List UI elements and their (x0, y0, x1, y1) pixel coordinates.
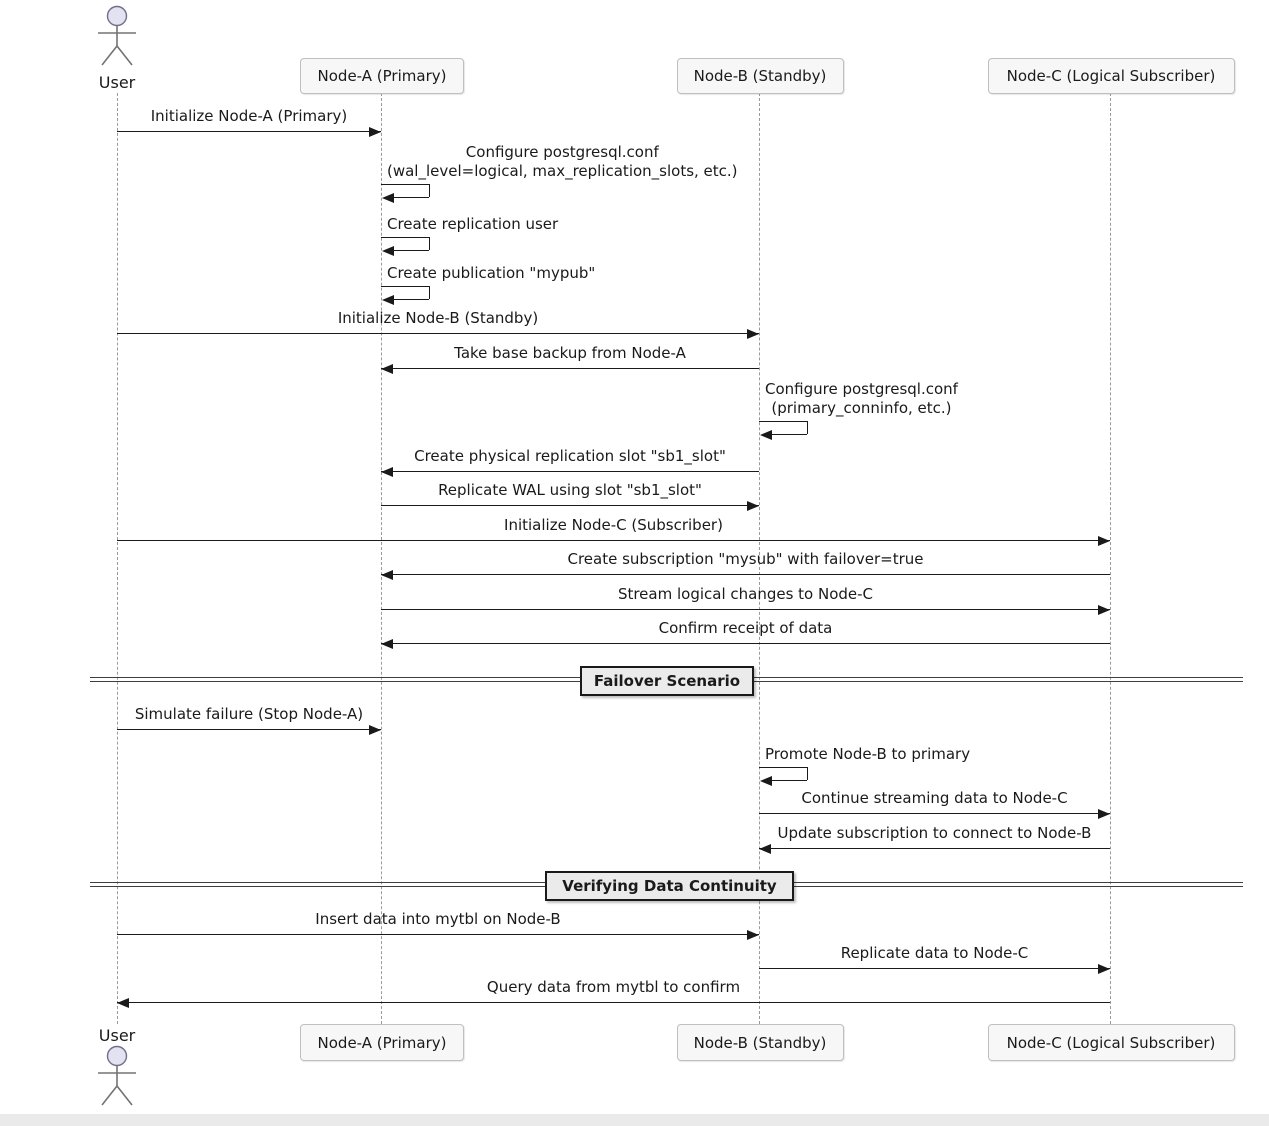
self-loop-top (759, 421, 807, 422)
message-label-initialize-node-c-subscriber: Initialize Node-C (Subscriber) (504, 516, 723, 534)
self-message-label-configure-postgresql-conf: Configure postgresql.conf(wal_level=logi… (387, 143, 738, 180)
arrowhead-icon (747, 929, 759, 940)
arrowhead-icon (1098, 535, 1110, 546)
message-arrow-initialize-node-b-standby (117, 333, 759, 334)
self-loop-bottom (770, 434, 807, 435)
self-loop-top (381, 184, 429, 185)
message-arrow-replicate-wal-using-slot-sb1-slot (381, 505, 759, 506)
self-loop-top (381, 286, 429, 287)
arrowhead-icon (117, 997, 129, 1008)
message-label-take-base-backup-from-node-a: Take base backup from Node-A (454, 344, 686, 362)
self-loop-bottom (392, 250, 429, 251)
message-label-simulate-failure-stop-node-a: Simulate failure (Stop Node-A) (134, 705, 364, 723)
arrowhead-icon (760, 429, 772, 440)
self-loop-side (807, 767, 808, 780)
message-label-create-subscription-mysub-with-failover-true: Create subscription "mysub" with failove… (567, 550, 924, 568)
message-label-insert-data-into-mytbl-on-node-b: Insert data into mytbl on Node-B (315, 910, 561, 928)
message-arrow-stream-logical-changes-to-node-c (381, 609, 1110, 610)
actor-label-top-user: User (98, 73, 136, 92)
message-label-confirm-receipt-of-data: Confirm receipt of data (658, 619, 833, 637)
arrowhead-icon (369, 126, 381, 137)
arrowhead-icon (382, 192, 394, 203)
arrowhead-icon (382, 245, 394, 256)
message-label-update-subscription-to-connect-to-node-b: Update subscription to connect to Node-B (777, 824, 1092, 842)
arrowhead-icon (759, 843, 771, 854)
message-arrow-take-base-backup-from-node-a (381, 368, 759, 369)
participant-top-node-a-primary: Node-A (Primary) (300, 58, 464, 94)
self-message-label-configure-postgresql-conf: Configure postgresql.conf(primary_connin… (765, 380, 958, 417)
participant-bottom-node-b-standby: Node-B (Standby) (676, 1024, 844, 1061)
arrowhead-icon (382, 294, 394, 305)
arrowhead-icon (1098, 604, 1110, 615)
self-loop-bottom (770, 780, 807, 781)
message-arrow-create-physical-replication-slot-sb1-slot (381, 471, 759, 472)
message-arrow-query-data-from-mytbl-to-confirm (117, 1002, 1110, 1003)
self-loop-side (429, 286, 430, 299)
self-loop-side (807, 421, 808, 434)
actor-label-bottom-user: User (98, 1026, 136, 1045)
arrowhead-icon (760, 775, 772, 786)
arrowhead-icon (747, 328, 759, 339)
self-loop-side (429, 184, 430, 197)
window-edge-bar (0, 1114, 1269, 1126)
message-label-stream-logical-changes-to-node-c: Stream logical changes to Node-C (617, 585, 874, 603)
arrowhead-icon (1098, 808, 1110, 819)
self-loop-top (759, 767, 807, 768)
message-label-initialize-node-b-standby: Initialize Node-B (Standby) (337, 309, 539, 327)
actor-figure-top-icon (98, 5, 136, 66)
participant-bottom-node-a-primary: Node-A (Primary) (300, 1024, 464, 1061)
message-arrow-continue-streaming-data-to-node-c (759, 813, 1110, 814)
lifeline-node-a-primary (380, 93, 382, 1024)
message-arrow-confirm-receipt-of-data (381, 643, 1110, 644)
participant-top-node-c-logical-subscriber: Node-C (Logical Subscriber) (987, 58, 1235, 94)
message-label-initialize-node-a-primary: Initialize Node-A (Primary) (150, 107, 348, 125)
lifeline-node-c-logical-subscriber (1109, 93, 1111, 1024)
self-message-label-create-publication-mypub: Create publication "mypub" (387, 264, 596, 282)
arrowhead-icon (1098, 963, 1110, 974)
self-loop-bottom (392, 197, 429, 198)
divider-verifying-data-continuity: Verifying Data Continuity (545, 871, 794, 901)
message-arrow-replicate-data-to-node-c (759, 968, 1110, 969)
message-arrow-initialize-node-c-subscriber (117, 540, 1110, 541)
participant-top-node-b-standby: Node-B (Standby) (676, 58, 844, 94)
self-loop-top (381, 237, 429, 238)
message-label-continue-streaming-data-to-node-c: Continue streaming data to Node-C (801, 789, 1068, 807)
lifeline-user (116, 93, 118, 1024)
message-label-replicate-wal-using-slot-sb1-slot: Replicate WAL using slot "sb1_slot" (438, 481, 702, 499)
message-arrow-update-subscription-to-connect-to-node-b (759, 848, 1110, 849)
participant-bottom-node-c-logical-subscriber: Node-C (Logical Subscriber) (987, 1024, 1235, 1061)
self-message-label-promote-node-b-to-primary: Promote Node-B to primary (765, 745, 971, 763)
message-arrow-initialize-node-a-primary (117, 131, 381, 132)
arrowhead-icon (381, 638, 393, 649)
arrowhead-icon (381, 569, 393, 580)
message-label-create-physical-replication-slot-sb1-slot: Create physical replication slot "sb1_sl… (414, 447, 726, 465)
arrowhead-icon (381, 363, 393, 374)
message-arrow-create-subscription-mysub-with-failover-true (381, 574, 1110, 575)
self-message-label-create-replication-user: Create replication user (387, 215, 559, 233)
message-arrow-simulate-failure-stop-node-a (117, 729, 381, 730)
divider-failover-scenario: Failover Scenario (580, 666, 754, 696)
message-label-query-data-from-mytbl-to-confirm: Query data from mytbl to confirm (486, 978, 741, 996)
arrowhead-icon (381, 466, 393, 477)
lifeline-node-b-standby (758, 93, 760, 1024)
message-arrow-insert-data-into-mytbl-on-node-b (117, 934, 759, 935)
message-label-replicate-data-to-node-c: Replicate data to Node-C (840, 944, 1029, 962)
self-loop-bottom (392, 299, 429, 300)
arrowhead-icon (747, 500, 759, 511)
self-loop-side (429, 237, 430, 250)
arrowhead-icon (369, 724, 381, 735)
actor-figure-bottom-icon (98, 1045, 136, 1106)
